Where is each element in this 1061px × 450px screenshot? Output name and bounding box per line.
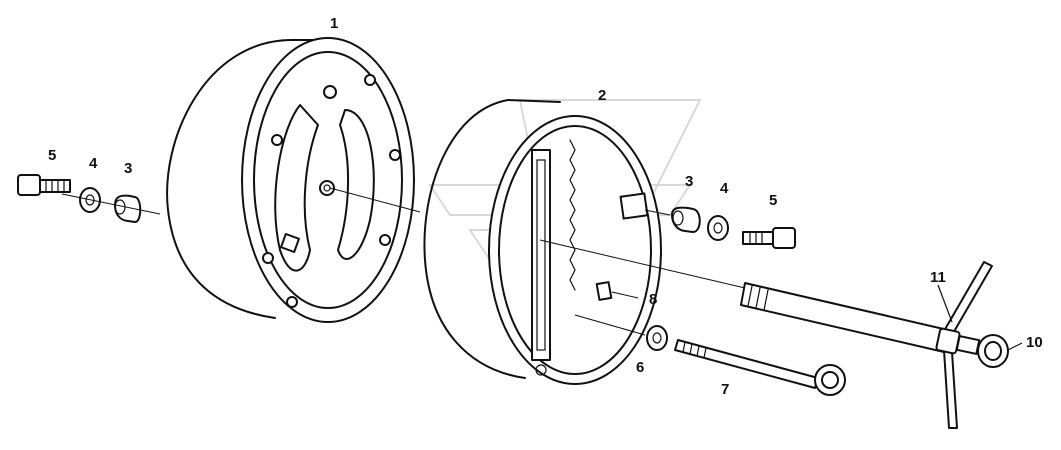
- callout-1: 1: [330, 15, 338, 32]
- right-bolt-5: [742, 227, 796, 249]
- callout-7: 7: [721, 381, 729, 398]
- callout-labels: 1 2 3 4 5 3 4 5 6 7 8 10 11: [48, 15, 1043, 398]
- callout-2: 2: [598, 87, 606, 104]
- callout-3-left: 3: [124, 160, 132, 177]
- right-washer-4: [707, 215, 729, 241]
- part-11-t-handle: [935, 261, 993, 429]
- part-10-swivel-eye: [955, 334, 1009, 368]
- callout-10: 10: [1026, 334, 1043, 351]
- callout-8: 8: [649, 291, 657, 308]
- right-spacer-3: [671, 206, 701, 233]
- part-6-washer: [646, 325, 668, 351]
- part-7-eye-bolt: [674, 339, 846, 396]
- left-bolt-5: [17, 174, 71, 196]
- spindle-assembly: [740, 282, 949, 353]
- callout-5-left: 5: [48, 147, 56, 164]
- part-2-clamp-drum: [423, 99, 662, 385]
- part-1-hub-ring: [166, 37, 415, 323]
- leader-lines: [61, 187, 1023, 351]
- callout-5-right: 5: [769, 192, 777, 209]
- part-8-key: [595, 281, 613, 301]
- callout-4-right: 4: [720, 180, 729, 197]
- callout-11: 11: [930, 269, 946, 286]
- callout-6: 6: [636, 359, 644, 376]
- callout-3-right: 3: [685, 173, 693, 190]
- callout-4-left: 4: [89, 155, 98, 172]
